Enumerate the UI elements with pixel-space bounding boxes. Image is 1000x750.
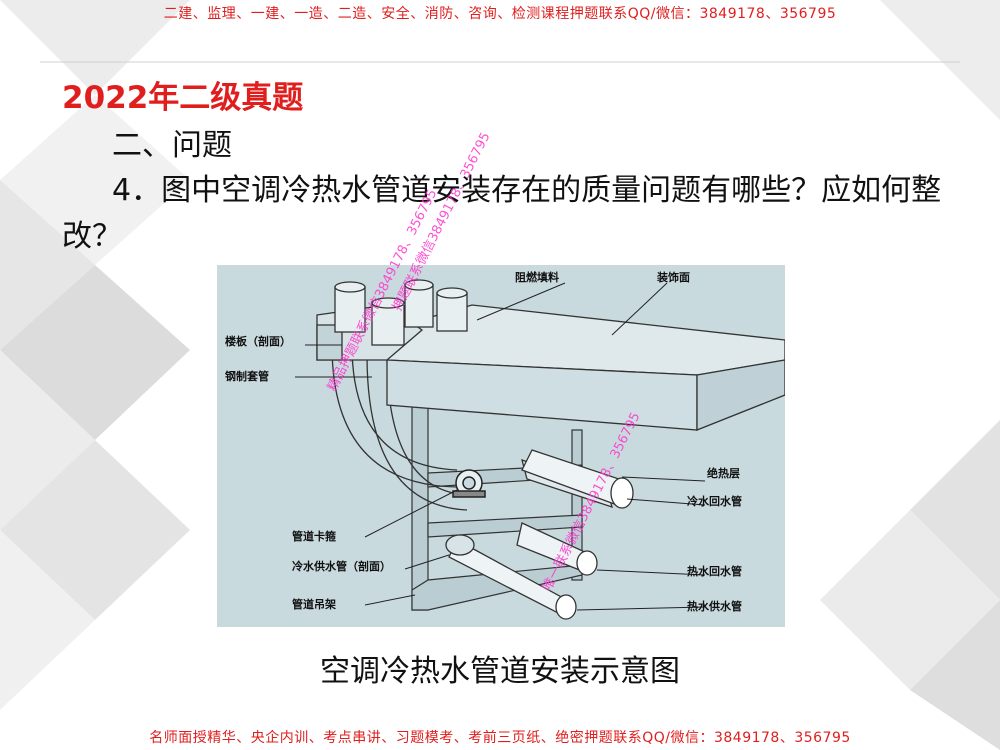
- label-chilled-return: 冷水回水管: [687, 494, 742, 508]
- question-text: 4．图中空调冷热水管道安装存在的质量问题有哪些？应如何整改？: [62, 173, 942, 254]
- label-floor-slab: 楼板（剖面）: [225, 334, 291, 348]
- pipe-clamp: [452, 469, 486, 498]
- vertical-pipes: [331, 344, 468, 511]
- steel-sleeves: [334, 279, 468, 346]
- label-insulation-layer: 绝热层: [707, 466, 740, 480]
- label-pipe-clamp: 管道卡箍: [292, 529, 336, 543]
- label-decorative-surface: 装饰面: [656, 270, 690, 284]
- leader-lines: [295, 282, 706, 611]
- label-hot-return: 热水回水管: [687, 564, 742, 578]
- label-chilled-supply: 冷水供水管（剖面）: [292, 559, 391, 573]
- label-hanger: 管道吊架: [292, 597, 336, 611]
- slide-title: 2022年二级真题: [62, 80, 304, 116]
- label-fireproof-filler: 阻燃填料: [515, 270, 559, 284]
- label-steel-sleeve: 钢制套管: [225, 369, 269, 383]
- section-heading: 二、问题: [112, 128, 232, 163]
- hanger-frame: [411, 404, 583, 611]
- horizontal-pipes: [445, 449, 634, 620]
- top-banner: 二建、监理、一建、一造、二造、安全、消防、咨询、检测课程押题联系QQ/微信：38…: [163, 6, 837, 22]
- figure-caption: 空调冷热水管道安装示意图: [320, 654, 680, 689]
- label-hot-supply: 热水供水管: [687, 599, 742, 613]
- pipe-installation-diagram: 阻燃填料 装饰面 楼板（剖面） 钢制套管 绝热层 冷水回水管 管道卡箍 冷水供水…: [225, 270, 785, 620]
- bottom-banner: 名师面授精华、央企内训、考点串讲、习题模考、考前三页纸、绝密押题联系QQ/微信：…: [149, 730, 851, 746]
- floor-slab: [316, 304, 785, 431]
- pipe-installation-figure: 阻燃填料 装饰面 楼板（剖面） 钢制套管 绝热层 冷水回水管 管道卡箍 冷水供水…: [217, 265, 785, 627]
